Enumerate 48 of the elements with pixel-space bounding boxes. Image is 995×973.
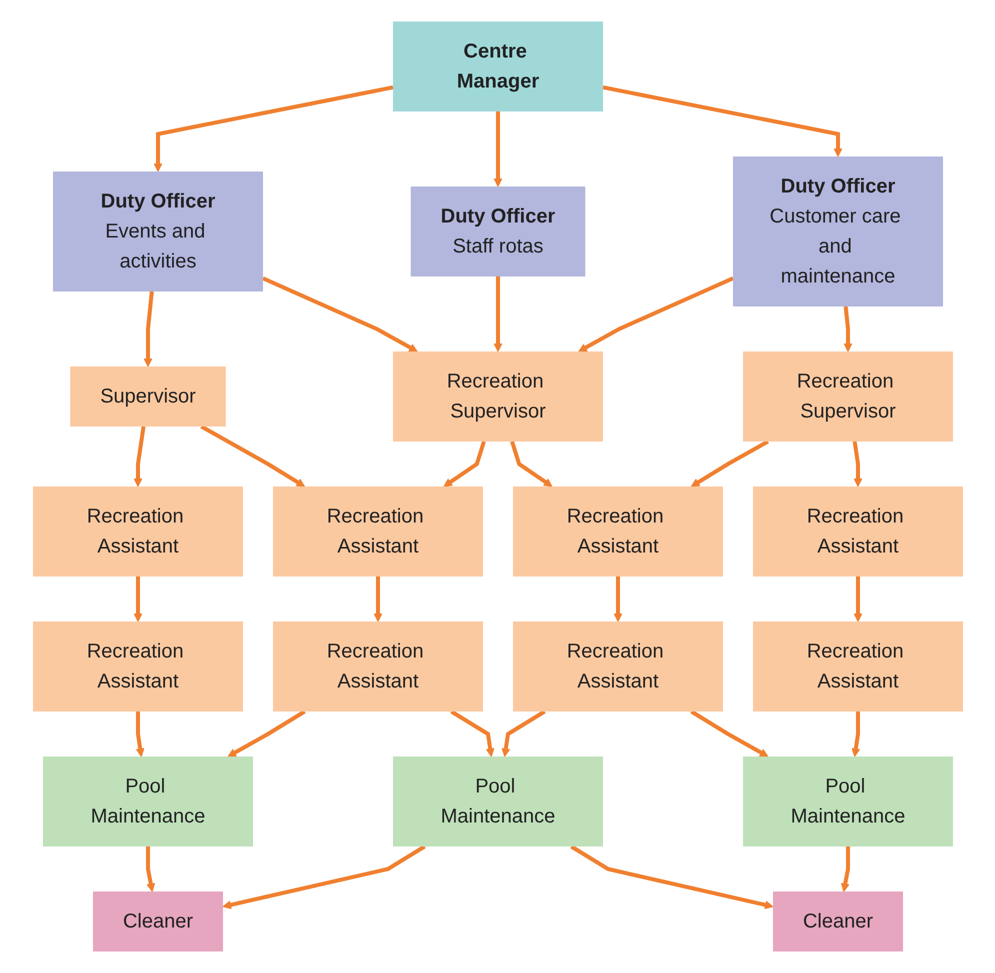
node-box: Pool Maintenance [42, 756, 252, 846]
arrow [133, 426, 146, 487]
node-box: Duty Officer Staff rotas [410, 186, 585, 276]
arrow [227, 710, 306, 757]
arrow [500, 710, 546, 757]
node-box: Recreation Assistant [32, 486, 242, 576]
node-box: Duty Officer Events and activities [52, 172, 262, 292]
node-box: Recreation Supervisor [742, 352, 952, 442]
node-box: Pool Maintenance [392, 756, 602, 846]
arrow [143, 291, 154, 367]
arrow [853, 576, 862, 622]
arrow [135, 712, 144, 757]
node-box: Recreation Assistant [752, 622, 962, 712]
arrow [443, 440, 486, 487]
node-box: Recreation Supervisor [392, 352, 602, 442]
arrow [570, 844, 773, 910]
node-box: Recreation Assistant [752, 486, 962, 576]
arrow [133, 576, 142, 622]
arrow [850, 712, 860, 757]
arrow [690, 440, 768, 487]
arrow [146, 846, 155, 892]
node-box: Recreation Assistant [272, 622, 482, 712]
arrow [613, 576, 622, 622]
arrow [153, 85, 393, 172]
arrow [493, 112, 502, 187]
arrow [690, 710, 768, 757]
node-box: Recreation Assistant [272, 486, 482, 576]
arrow [510, 440, 552, 487]
arrow [852, 441, 862, 487]
arrow [493, 276, 502, 352]
arrow [222, 844, 426, 910]
node-box: Duty Officer Customer care and maintenance [732, 156, 942, 306]
node-box: Cleaner [92, 892, 223, 952]
arrow [602, 85, 842, 157]
arrow [373, 576, 382, 622]
node-box: Cleaner [772, 892, 903, 952]
node-box: Recreation Assistant [512, 622, 722, 712]
node-box: Supervisor [70, 366, 226, 426]
node-box: Pool Maintenance [742, 756, 952, 846]
arrow [843, 306, 852, 352]
arrow [450, 710, 494, 757]
arrow [262, 276, 418, 352]
arrow [578, 276, 734, 352]
arrow [200, 424, 305, 487]
node-box: Recreation Assistant [512, 486, 722, 576]
arrow [840, 846, 850, 892]
node-box: Recreation Assistant [32, 622, 242, 712]
node-box: Centre Manager [392, 22, 602, 112]
